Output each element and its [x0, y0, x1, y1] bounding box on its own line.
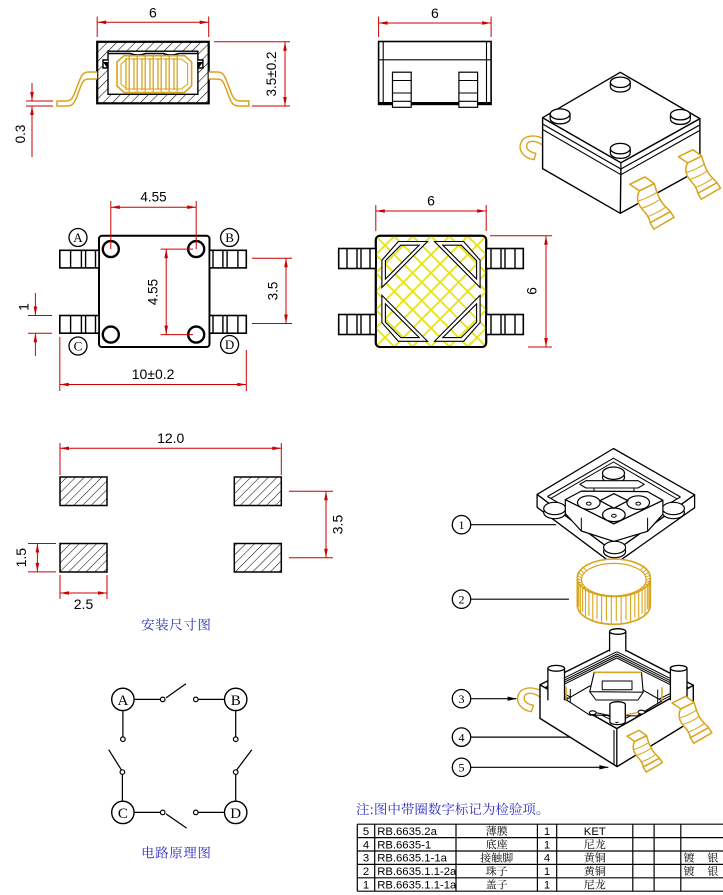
svg-text:6: 6: [427, 193, 435, 209]
svg-text:12.0: 12.0: [157, 430, 184, 446]
svg-text:6: 6: [524, 287, 540, 295]
svg-text:B: B: [231, 693, 241, 709]
svg-text:A: A: [117, 693, 128, 709]
svg-text:RB.6635.2a: RB.6635.2a: [377, 826, 437, 838]
svg-text:4: 4: [544, 853, 550, 865]
svg-text:5: 5: [363, 826, 369, 838]
svg-text:C: C: [74, 339, 83, 354]
svg-text:5: 5: [459, 761, 465, 775]
svg-text:1: 1: [459, 518, 465, 532]
svg-text:4: 4: [363, 839, 369, 851]
svg-text:1: 1: [544, 866, 550, 878]
svg-text:B: B: [225, 230, 234, 245]
svg-text:1: 1: [544, 880, 550, 892]
svg-text:4.55: 4.55: [140, 190, 166, 205]
svg-text:4.55: 4.55: [146, 279, 161, 305]
svg-text:RB.6635.1.1-2a: RB.6635.1.1-2a: [377, 866, 457, 878]
svg-text:1: 1: [544, 826, 550, 838]
svg-text:1.5: 1.5: [13, 548, 29, 568]
svg-text:D: D: [225, 337, 234, 352]
svg-text:KET: KET: [584, 826, 606, 838]
svg-text:3: 3: [363, 853, 369, 865]
svg-text:10±0.2: 10±0.2: [132, 366, 175, 382]
svg-text:4: 4: [459, 730, 465, 744]
svg-text:3.5: 3.5: [266, 282, 281, 301]
svg-text:1: 1: [544, 839, 550, 851]
svg-text:RB.6635.1-1a: RB.6635.1-1a: [377, 853, 447, 865]
svg-text:3: 3: [459, 692, 465, 706]
svg-text:D: D: [230, 806, 241, 822]
svg-text:6: 6: [149, 5, 157, 21]
svg-text:3.5: 3.5: [330, 515, 346, 535]
svg-text:3.5±0.2: 3.5±0.2: [264, 52, 279, 97]
svg-text:2: 2: [363, 866, 369, 878]
svg-text:RB.6635-1: RB.6635-1: [377, 839, 431, 851]
svg-text:RB.6635.1.1-1a: RB.6635.1.1-1a: [377, 880, 457, 892]
svg-text:6: 6: [431, 5, 439, 21]
svg-text:2.5: 2.5: [74, 596, 94, 612]
svg-text:2: 2: [459, 593, 465, 607]
svg-text:C: C: [118, 806, 128, 822]
svg-text:1: 1: [17, 303, 32, 311]
svg-text:A: A: [73, 230, 83, 245]
svg-text:1: 1: [363, 880, 369, 892]
svg-text:0.3: 0.3: [13, 125, 28, 144]
